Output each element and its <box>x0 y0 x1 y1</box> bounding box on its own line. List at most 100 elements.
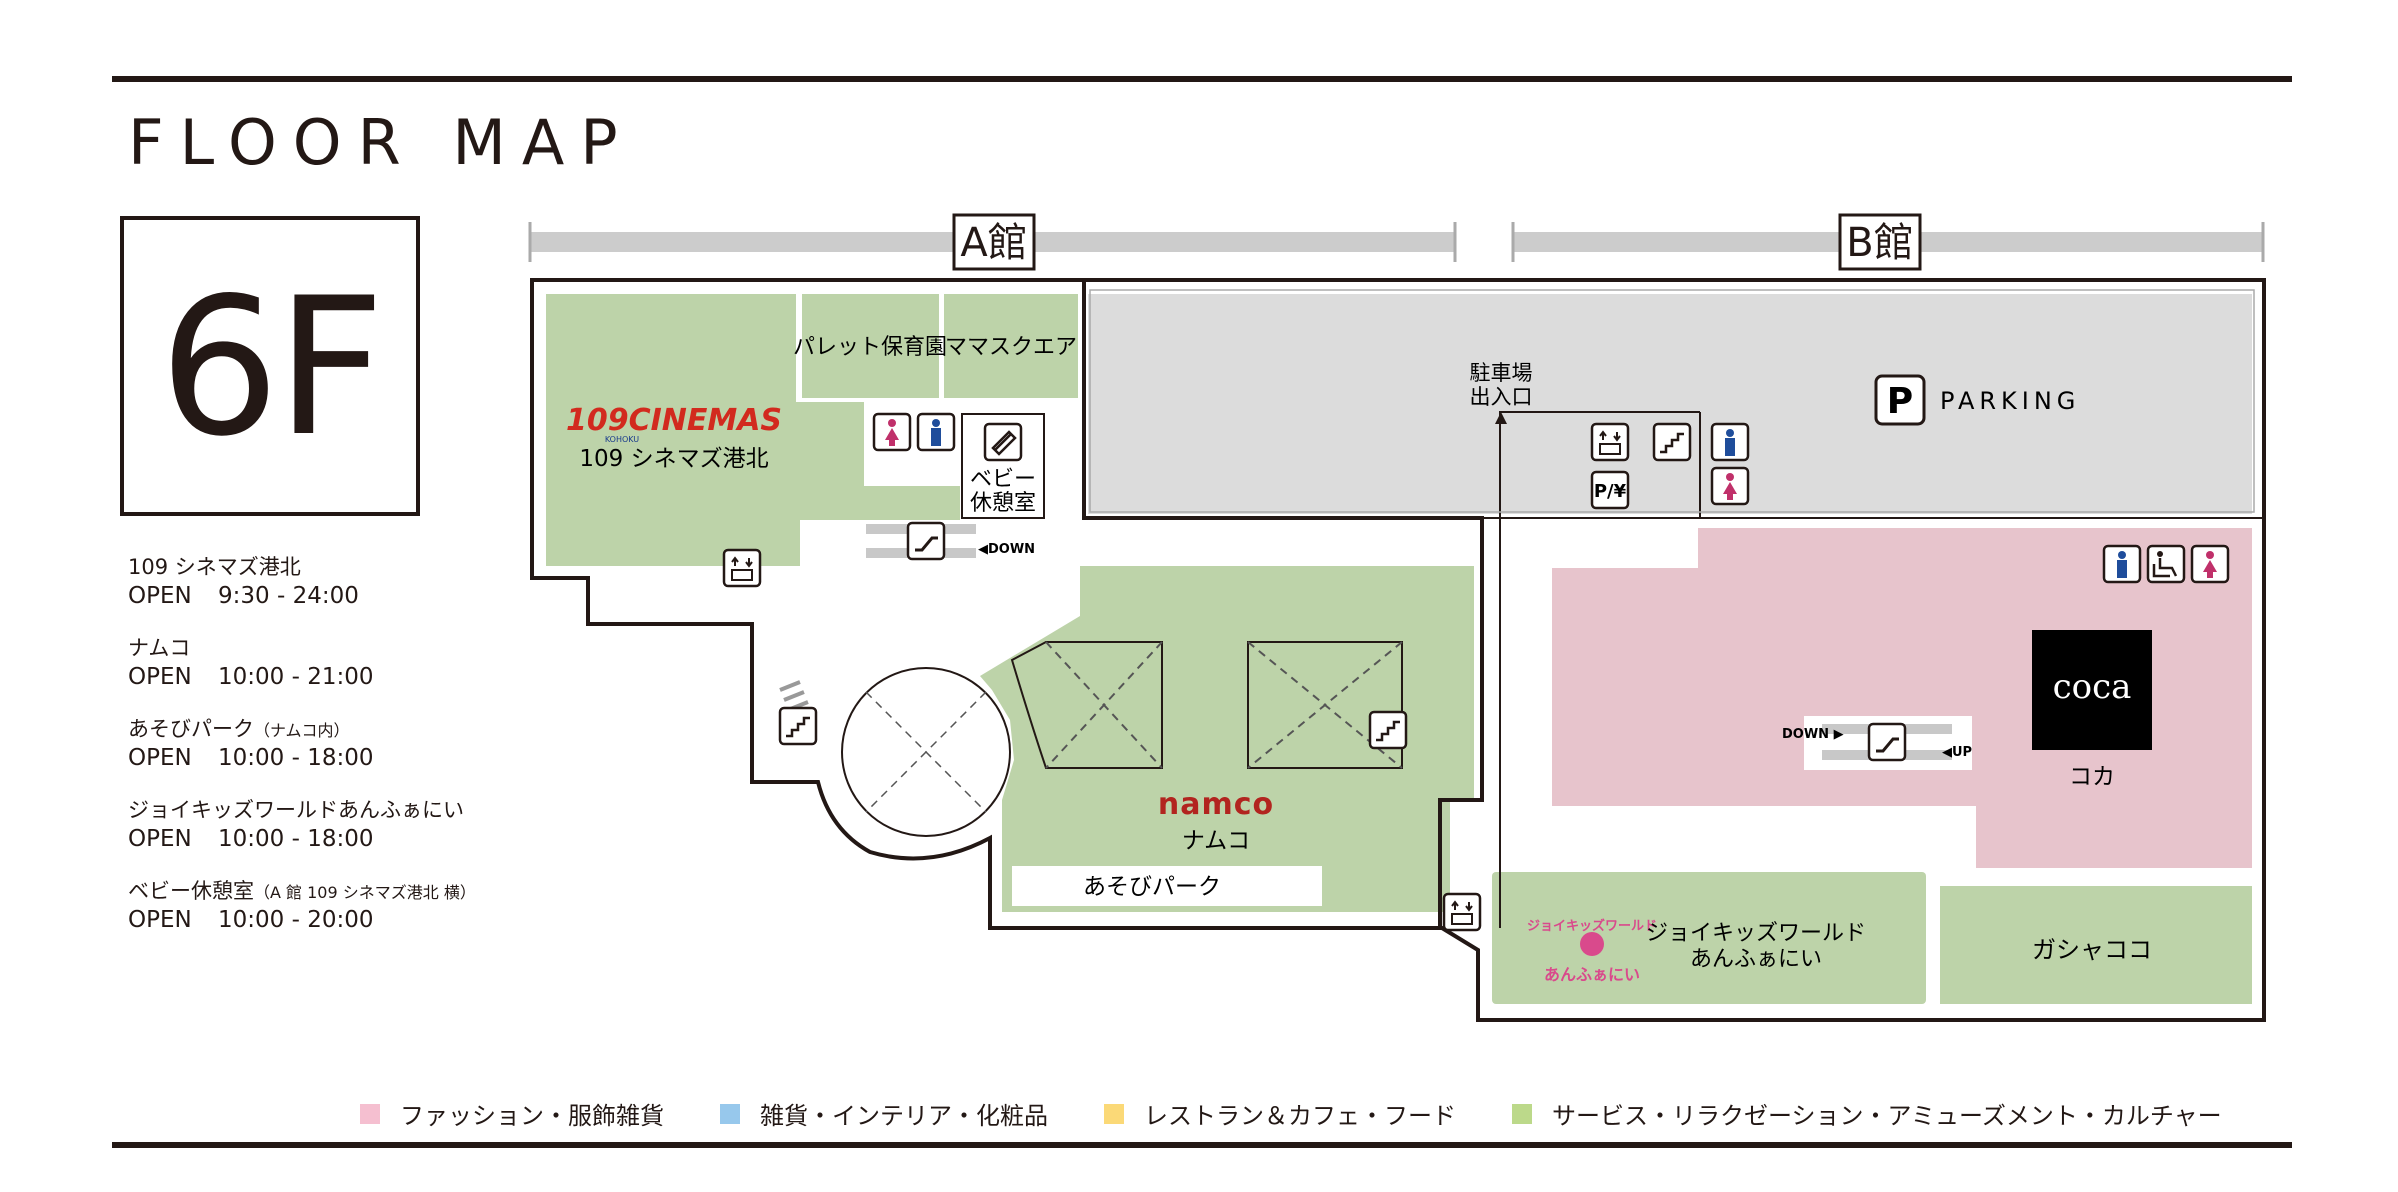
legend-swatch <box>1512 1103 1532 1124</box>
gasha-label: ガシャココ <box>2032 936 2152 964</box>
coca-logo <box>2032 630 2152 750</box>
hours-note: （A 館 109 シネマズ港北 横） <box>254 883 476 902</box>
cinema-logo: 109CINEMAS KOHOKU <box>566 403 782 444</box>
mama-square-area[interactable] <box>944 294 1078 398</box>
parking-entrance-label-2: 出入口 <box>1470 385 1533 409</box>
escalator-a[interactable]: ◀DOWN <box>866 521 1035 561</box>
legend-item: レストラン＆カフェ・フード <box>1104 1096 1456 1131</box>
hours-name: ベビー休憩室 <box>128 879 254 903</box>
coca-logo-text: coca <box>2053 667 2132 707</box>
floor-label: 6F <box>158 257 385 478</box>
category-legend: ファッション・服飾雑貨 雑貨・インテリア・化粧品 レストラン＆カフェ・フード サ… <box>360 1096 2278 1131</box>
parking-sign: P PARKING <box>1874 374 2080 426</box>
bottom-rule <box>112 1142 2292 1148</box>
floor-indicator: 6F <box>120 216 420 516</box>
elevator-icon <box>1590 422 1630 462</box>
legend-label: サービス・リラクゼーション・アミューズメント・カルチャー <box>1552 1102 2222 1130</box>
legend-swatch <box>1104 1103 1124 1124</box>
cinema-label: 109 シネマズ港北 <box>579 446 768 472</box>
stairs-icon <box>1368 710 1408 750</box>
legend-item: サービス・リラクゼーション・アミューズメント・カルチャー <box>1512 1096 2222 1131</box>
elevator-icon <box>1442 892 1482 932</box>
hours-time: 10:00 - 21:00 <box>218 664 374 690</box>
hours-name: ナムコ <box>128 636 191 660</box>
cinema-logo-sub: KOHOKU <box>605 435 639 444</box>
namco-label: ナムコ <box>1182 828 1250 854</box>
legend-item: ファッション・服飾雑貨 <box>360 1096 664 1131</box>
hours-name: 109 シネマズ港北 <box>128 555 301 579</box>
namco-logo: namco <box>1158 787 1274 822</box>
womens-restroom-icon <box>1710 466 1750 506</box>
mens-restroom-icon <box>1710 422 1750 462</box>
legend-label: ファッション・服飾雑貨 <box>400 1102 664 1130</box>
page-title: FLOOR MAP <box>128 106 634 179</box>
mens-restroom-icon <box>916 412 956 452</box>
cinema-area[interactable] <box>546 294 960 566</box>
joy-kids-label-1: ジョイキッズワールド <box>1646 921 1866 946</box>
escalator-a-direction: ◀DOWN <box>978 542 1035 557</box>
escalator-b-down: DOWN ▶ <box>1782 727 1844 742</box>
escalator-icon <box>906 521 946 561</box>
parking-payment-text: P/¥ <box>1594 481 1627 502</box>
entrance-marker <box>1495 412 1507 424</box>
hours-time: 10:00 - 18:00 <box>218 745 374 771</box>
building-a-bar: A館 <box>528 213 1457 271</box>
open-label: OPEN <box>128 583 192 609</box>
accessible-restroom-icon <box>2146 544 2186 584</box>
cinema-logo-text: 109CINEMAS <box>566 403 782 438</box>
hours-note: （ナムコ内） <box>254 721 350 740</box>
hours-item: ベビー休憩室（A 館 109 シネマズ港北 横） OPEN 10:00 - 20:… <box>128 878 528 959</box>
coca-label: コカ <box>2069 764 2115 790</box>
hours-item: あそびパーク（ナムコ内） OPEN 10:00 - 18:00 <box>128 716 528 797</box>
elevator-icon <box>722 548 762 588</box>
legend-swatch <box>360 1103 380 1124</box>
hours-item: ナムコ OPEN 10:00 - 21:00 <box>128 635 528 716</box>
namco-void-right <box>1247 641 1403 769</box>
joy-kids-area[interactable] <box>1492 872 1926 1004</box>
baby-room-label-1: ベビー <box>970 467 1036 492</box>
coca-area[interactable] <box>1552 528 2252 868</box>
escalator-b[interactable]: DOWN ▶ ◀UP <box>1782 716 1972 770</box>
parking-area[interactable] <box>1088 294 2252 514</box>
stairs-icon <box>778 706 818 746</box>
joy-kids-logo: ジョイキッズワールド あんふぁにい <box>1527 918 1657 984</box>
open-label: OPEN <box>128 664 192 690</box>
joy-logo-bottom: あんふぁにい <box>1544 965 1640 984</box>
namco-area[interactable] <box>980 566 1474 912</box>
asobi-park-area[interactable] <box>1012 866 1322 906</box>
hours-time: 10:00 - 20:00 <box>218 907 374 933</box>
joy-kids-label-2: あんふぁにい <box>1690 947 1822 972</box>
mens-restroom-icon <box>2102 544 2142 584</box>
joy-logo-top: ジョイキッズワールド <box>1527 918 1657 934</box>
hours-time: 10:00 - 18:00 <box>218 826 374 852</box>
mama-square-label: ママスクエア <box>945 335 1077 360</box>
parking-label: PARKING <box>1940 387 2080 415</box>
baby-bottle-icon <box>983 422 1023 462</box>
legend-label: 雑貨・インテリア・化粧品 <box>760 1102 1048 1130</box>
womens-restroom-icon <box>2190 544 2230 584</box>
escalator-icon <box>1867 722 1907 762</box>
legend-label: レストラン＆カフェ・フード <box>1144 1102 1456 1130</box>
parking-letter: P <box>1887 381 1913 422</box>
building-b-bar: B館 <box>1511 213 2265 271</box>
escalator-b-up: ◀UP <box>1942 745 1972 760</box>
baby-room-label-2: 休憩室 <box>970 491 1036 516</box>
building-a-label: A館 <box>960 220 1027 266</box>
open-label: OPEN <box>128 907 192 933</box>
parking-entrance-label-1: 駐車場 <box>1470 361 1533 385</box>
hours-name: あそびパーク <box>128 717 254 741</box>
legend-swatch <box>720 1103 740 1124</box>
hours-name: ジョイキッズワールドあんふぁにい <box>128 798 464 822</box>
nursery-label: パレット保育園 <box>793 335 947 360</box>
asobi-park-label: あそびパーク <box>1083 874 1221 900</box>
atrium-void <box>779 667 1011 837</box>
gasha-area[interactable] <box>1940 886 2252 1004</box>
stairs-icon <box>1652 422 1692 462</box>
open-label: OPEN <box>128 745 192 771</box>
parking-payment-icon: P/¥ <box>1590 470 1630 510</box>
nursery-area[interactable] <box>802 294 939 398</box>
